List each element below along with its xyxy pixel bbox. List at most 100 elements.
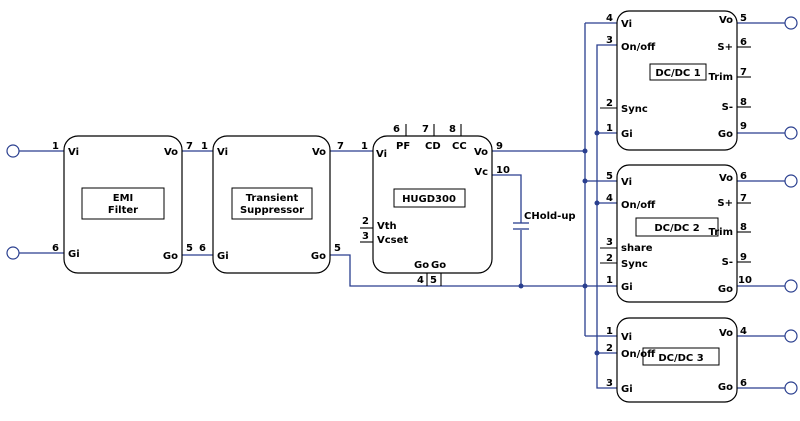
hugd-go2-label: Go	[431, 260, 446, 271]
dcdc2-title: DC/DC 2	[654, 223, 699, 234]
dcdc3-gi-label: Gi	[621, 384, 633, 395]
hugd-vcset-label: Vcset	[377, 235, 408, 246]
hugd-title: HUGD300	[402, 194, 456, 205]
dcdc3-vi-label: Vi	[621, 332, 632, 343]
dcdc1-trim-label: Trim	[708, 72, 733, 83]
dcdc2-pin-go: 10	[738, 275, 752, 286]
dcdc1-go-label: Go	[718, 129, 733, 140]
dcdc2-sync-label: Sync	[621, 259, 648, 270]
hugd-cc-label: CC	[452, 141, 467, 152]
hugd-vo-label: Vo	[474, 147, 488, 158]
emi-pin-vo: 7	[186, 141, 193, 152]
emi-pin-go: 5	[186, 243, 193, 254]
transient-pin-gi: 6	[199, 243, 206, 254]
dcdc1-sm-label: S-	[722, 102, 733, 113]
dcdc3-pin-onoff: 2	[606, 343, 613, 354]
output-terminal	[784, 329, 798, 343]
wire-vc-cap	[492, 174, 522, 223]
output-terminal	[784, 381, 798, 395]
hugd-pf-label: PF	[396, 141, 410, 152]
dcdc1-title: DC/DC 1	[655, 68, 700, 79]
output-terminal	[784, 16, 798, 30]
block-transient-suppressor: Transient Suppressor Vi Gi Vo Go 1 6 7 5	[199, 135, 344, 274]
dcdc2-gi-label: Gi	[621, 282, 633, 293]
output-terminal	[784, 174, 798, 188]
dcdc3-onoff-label: On/off	[621, 349, 656, 360]
dcdc2-pin-onoff: 4	[606, 193, 613, 204]
emi-title-line1: EMI	[113, 193, 134, 204]
junction-dot	[594, 130, 600, 136]
transient-gi-label: Gi	[217, 251, 229, 262]
emi-pin-gi: 6	[52, 243, 59, 254]
junction-dot	[594, 350, 600, 356]
dcdc3-pin-vo: 4	[740, 326, 747, 337]
transient-title-line2: Suppressor	[240, 205, 304, 216]
output-terminal	[784, 279, 798, 293]
emi-gi-label: Gi	[68, 249, 80, 260]
dcdc1-pin-sm: 8	[740, 97, 747, 108]
dcdc1-pin-vi: 4	[606, 13, 613, 24]
emi-title-line2: Filter	[108, 205, 138, 216]
dcdc1-pin-go: 9	[740, 121, 747, 132]
dcdc1-pin-sync: 2	[606, 98, 613, 109]
emi-vo-label: Vo	[164, 147, 178, 158]
hugd-pin-cd: 7	[422, 124, 429, 135]
dcdc1-sync-label: Sync	[621, 104, 648, 115]
emi-title-box	[81, 187, 165, 220]
hugd-pin-vo: 9	[496, 141, 503, 152]
block-dcdc-2: DC/DC 2 Vi On/off share Sync Gi 5 4 3 2 …	[600, 164, 752, 303]
hugd-vc-label: Vc	[474, 167, 488, 178]
dcdc2-pin-vo: 6	[740, 171, 747, 182]
junction-dot	[582, 283, 588, 289]
dcdc2-sm-label: S-	[722, 257, 733, 268]
output-terminal	[784, 126, 798, 140]
dcdc1-pin-gi: 1	[606, 123, 613, 134]
dcdc1-pin-vo: 5	[740, 13, 747, 24]
dcdc3-vo-label: Vo	[719, 328, 733, 339]
hugd-title-box	[393, 188, 466, 208]
hugd-pin-pf: 6	[393, 124, 400, 135]
dcdc2-vi-label: Vi	[621, 177, 632, 188]
input-terminal-vi	[6, 144, 20, 158]
block-dcdc-3: DC/DC 3 Vi On/off Gi 1 2 3 Vo Go 4 6	[606, 317, 747, 403]
dcdc2-pin-share: 3	[606, 237, 613, 248]
transient-vo-label: Vo	[312, 147, 326, 158]
dcdc3-title: DC/DC 3	[658, 353, 703, 364]
emi-go-label: Go	[163, 251, 178, 262]
wire-onoff-bus	[596, 44, 617, 389]
transient-pin-vo: 7	[337, 141, 344, 152]
dcdc1-vo-label: Vo	[719, 15, 733, 26]
hugd-vth-label: Vth	[377, 221, 397, 232]
junction-dot	[594, 200, 600, 206]
dcdc2-pin-trim: 8	[740, 222, 747, 233]
emi-pin-vi: 1	[52, 141, 59, 152]
transient-title-box	[231, 187, 313, 220]
wire-ground-bus	[330, 254, 585, 287]
block-dcdc-1: DC/DC 1 Vi On/off Sync Gi 4 3 2 1 Vo S+ …	[600, 10, 751, 151]
transient-pin-vi: 1	[201, 141, 208, 152]
dcdc2-vo-label: Vo	[719, 173, 733, 184]
dcdc2-sp-label: S+	[717, 198, 733, 209]
dcdc2-go-label: Go	[718, 284, 733, 295]
dcdc1-vi-label: Vi	[621, 19, 632, 30]
dcdc3-pin-gi: 3	[606, 378, 613, 389]
hugd-pin-go1: 4	[417, 275, 424, 286]
transient-vi-label: Vi	[217, 147, 228, 158]
dcdc2-trim-label: Trim	[708, 227, 733, 238]
dcdc3-title-box	[642, 347, 720, 366]
hugd-pin-cc: 8	[449, 124, 456, 135]
hugd-cd-label: CD	[425, 141, 441, 152]
block-emi-filter: EMI Filter Vi Gi Vo Go 1 6 7 5	[52, 135, 193, 274]
input-terminal-gi	[6, 246, 20, 260]
junction-dot	[582, 148, 588, 154]
dcdc1-gi-label: Gi	[621, 129, 633, 140]
hugd-vi-label: Vi	[376, 149, 387, 160]
hugd-pin-vc: 10	[496, 165, 510, 176]
capacitor-hold-up: CHold-up	[513, 211, 576, 230]
dcdc2-pin-sync: 2	[606, 253, 613, 264]
dcdc2-share-label: share	[621, 243, 653, 254]
dcdc1-onoff-label: On/off	[621, 42, 656, 53]
hugd-pin-vcset: 3	[362, 231, 369, 242]
dcdc3-go-label: Go	[718, 382, 733, 393]
